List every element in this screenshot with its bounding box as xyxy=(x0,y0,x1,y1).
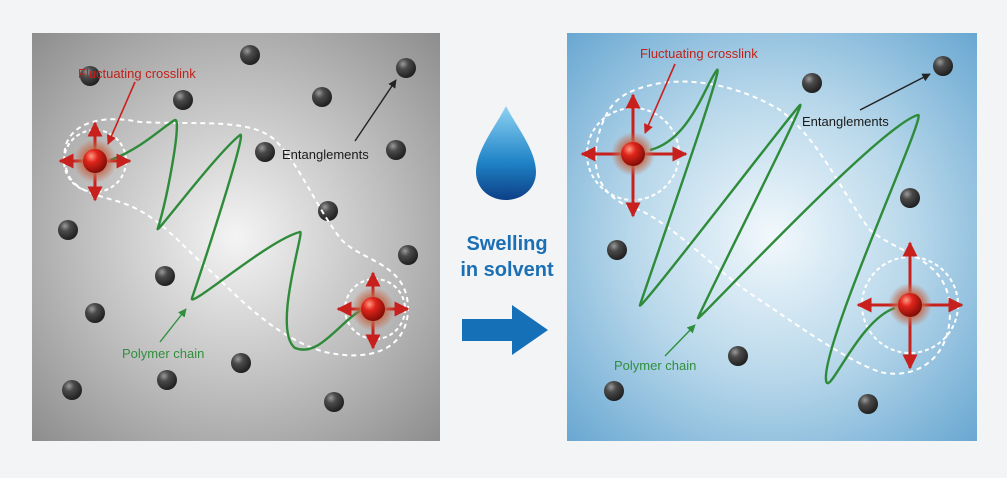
left-entanglement-pointer xyxy=(354,79,397,142)
crosslink-sphere xyxy=(898,293,922,317)
right-crosslink-1 xyxy=(580,93,688,218)
middle-transition: Swelling in solvent xyxy=(460,106,554,355)
bead xyxy=(240,45,260,65)
bead xyxy=(607,240,627,260)
bead xyxy=(396,58,416,78)
bead xyxy=(802,73,822,93)
bead xyxy=(318,201,338,221)
right-polymer-label: Polymer chain xyxy=(614,358,696,373)
left-polymer-pointer xyxy=(159,308,187,343)
bead xyxy=(324,392,344,412)
bead xyxy=(858,394,878,414)
swelling-line-2: in solvent xyxy=(460,259,554,281)
right-tube-outline xyxy=(594,80,952,375)
crosslink-sphere xyxy=(621,142,645,166)
right-entanglement-pointer xyxy=(859,73,931,111)
right-polymer-chain xyxy=(638,68,920,385)
crosslink-sphere xyxy=(361,297,385,321)
bead xyxy=(900,188,920,208)
left-crosslink-pointer xyxy=(107,81,136,145)
water-drop-icon xyxy=(476,106,536,200)
left-panel-background xyxy=(32,33,440,441)
crosslink-sphere xyxy=(83,149,107,173)
bead xyxy=(604,381,624,401)
right-panel: Fluctuating crosslink Entanglements Poly… xyxy=(567,33,977,441)
bead xyxy=(157,370,177,390)
right-crosslink-2 xyxy=(856,241,964,370)
bead xyxy=(933,56,953,76)
bead xyxy=(312,87,332,107)
right-panel-background xyxy=(567,33,977,441)
left-panel: Fluctuating crosslink Entanglements Poly… xyxy=(32,33,440,441)
bead xyxy=(173,90,193,110)
right-crosslink-label: Fluctuating crosslink xyxy=(640,46,758,61)
bead xyxy=(155,266,175,286)
right-entanglement-beads xyxy=(604,56,953,414)
bead xyxy=(62,380,82,400)
bead xyxy=(728,346,748,366)
left-polymer-chain xyxy=(109,118,366,351)
swelling-line-1: Swelling xyxy=(466,233,547,255)
left-crosslink-label: Fluctuating crosslink xyxy=(78,66,196,81)
left-entanglement-beads xyxy=(58,45,418,412)
bead xyxy=(255,142,275,162)
bead xyxy=(231,353,251,373)
bead xyxy=(58,220,78,240)
bead xyxy=(398,245,418,265)
left-tube-outline xyxy=(63,118,410,357)
left-crosslink-1 xyxy=(58,121,132,202)
right-crosslink-pointer xyxy=(644,63,676,134)
bead xyxy=(386,140,406,160)
left-crosslink-2 xyxy=(336,271,410,350)
bead xyxy=(80,66,100,86)
bead xyxy=(85,303,105,323)
right-entanglements-label: Entanglements xyxy=(802,114,889,129)
left-entanglements-label: Entanglements xyxy=(282,147,369,162)
left-polymer-label: Polymer chain xyxy=(122,346,204,361)
right-polymer-pointer xyxy=(664,324,696,357)
right-arrow-icon xyxy=(462,305,548,355)
